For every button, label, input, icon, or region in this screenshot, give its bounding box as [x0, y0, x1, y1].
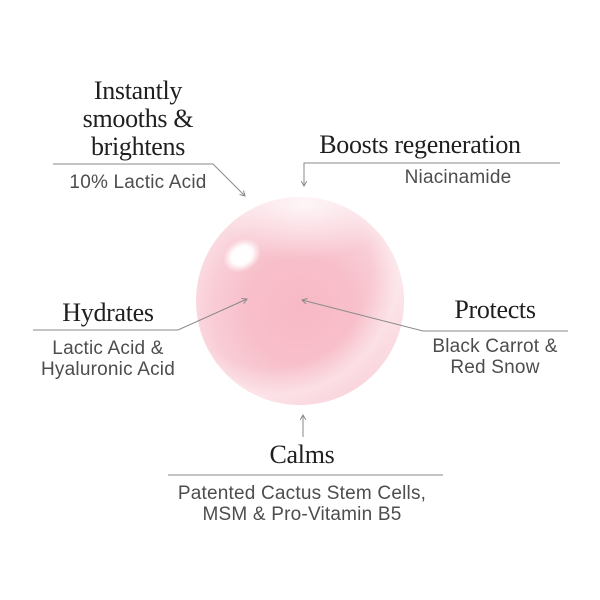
callout-protects-ingredient: Black Carrot & Red Snow — [405, 336, 585, 378]
serum-drop — [196, 197, 404, 405]
heading-line: Calms — [269, 440, 335, 469]
ingredient-line: Black Carrot & — [432, 336, 558, 357]
connector-smooths — [53, 163, 246, 197]
callout-protects-heading: Protects — [405, 296, 585, 324]
callout-smooths-ingredient: 10% Lactic Acid — [58, 172, 218, 193]
heading-line: Protects — [454, 295, 536, 324]
ingredient-line: Red Snow — [450, 357, 540, 378]
connector-protects — [301, 298, 568, 332]
connector-boosts — [300, 162, 560, 187]
ingredient-line: 10% Lactic Acid — [69, 172, 207, 193]
heading-line: smooths & — [82, 104, 194, 133]
callout-hydrates-heading: Hydrates — [28, 299, 188, 327]
ingredient-line: Hyaluronic Acid — [41, 359, 175, 380]
heading-line: Boosts regeneration — [319, 130, 521, 159]
callout-calms-ingredient: Patented Cactus Stem Cells, MSM & Pro-Vi… — [142, 483, 462, 525]
callout-hydrates-ingredient: Lactic Acid & Hyaluronic Acid — [18, 338, 198, 380]
heading-line: Instantly — [93, 76, 183, 105]
callout-smooths-heading: Instantly smooths & brightens — [38, 77, 238, 161]
heading-line: brightens — [90, 132, 186, 161]
ingredient-line: Niacinamide — [404, 167, 512, 188]
callout-boosts-heading: Boosts regeneration — [300, 131, 540, 159]
ingredient-line: Patented Cactus Stem Cells, — [177, 483, 427, 504]
heading-line: Hydrates — [62, 298, 154, 327]
callout-boosts-ingredient: Niacinamide — [388, 167, 528, 188]
ingredient-line: Lactic Acid & — [52, 338, 164, 359]
callout-calms-heading: Calms — [222, 441, 382, 469]
ingredient-line: MSM & Pro-Vitamin B5 — [202, 504, 402, 525]
connector-hydrates — [33, 297, 248, 331]
